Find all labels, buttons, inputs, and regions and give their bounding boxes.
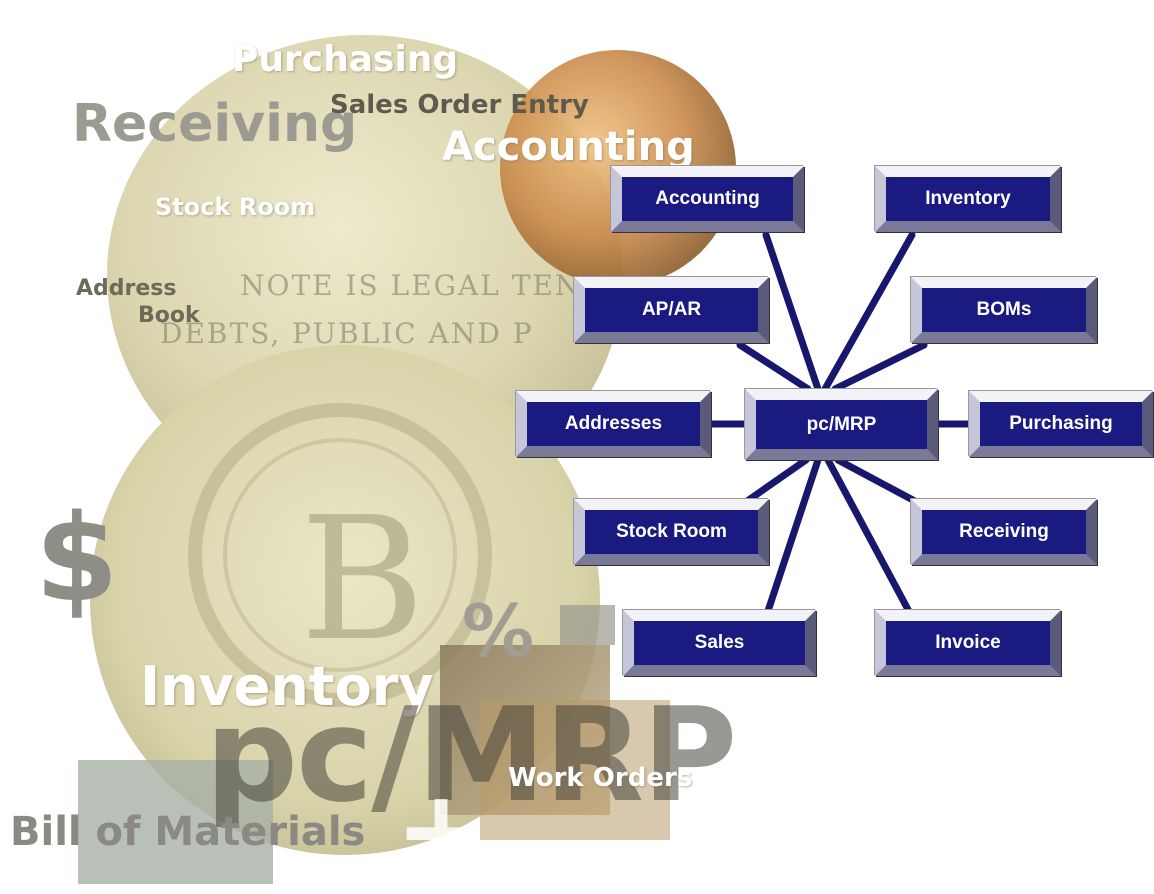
bg-word-sales-order-entry: Sales Order Entry (330, 90, 589, 120)
node-ap-ar[interactable]: AP/AR (574, 277, 769, 343)
connector-boms (831, 341, 928, 393)
node-stock-room-label: Stock Room (616, 521, 727, 542)
node-purchasing[interactable]: Purchasing (969, 391, 1153, 457)
node-sales-label: Sales (694, 632, 745, 653)
bg-word-work-orders: Work Orders (508, 763, 693, 793)
bg-word-bill-of-materials: Bill of Materials (10, 809, 366, 855)
connector-sales (762, 456, 822, 621)
receipt-patch (480, 700, 670, 840)
bg-word-inventory: Inventory (140, 655, 434, 718)
connector-accounting (762, 231, 822, 393)
node-boms[interactable]: BOMs (911, 277, 1097, 343)
node-stock-room[interactable]: Stock Room (574, 499, 769, 565)
node-accounting-label: Accounting (655, 188, 760, 209)
bg-plus-sign: + (395, 766, 488, 894)
node-ap-ar-label: AP/AR (641, 299, 702, 320)
bg-word-receiving: Receiving (72, 94, 358, 154)
node-sales[interactable]: Sales (623, 610, 816, 676)
connector-inventory (821, 231, 916, 393)
grey-block (560, 605, 615, 645)
node-purchasing-label: Purchasing (1009, 413, 1113, 434)
node-receiving-label: Receiving (959, 521, 1049, 542)
connector-receiving (834, 456, 928, 510)
bg-word-address: Address (76, 276, 177, 301)
money-photo-patch (78, 760, 273, 884)
node-pc-mrp-label: pc/MRP (806, 413, 877, 435)
node-inventory-label: Inventory (925, 188, 1011, 209)
connector-invoice (824, 456, 916, 621)
seal-ring (188, 403, 492, 707)
bg-legal-tender-line2: DEBTS, PUBLIC AND P (160, 317, 534, 350)
bg-bank-letter: B (300, 481, 427, 679)
bg-percent-sign: % (462, 589, 535, 673)
connector-ap-ar (736, 341, 812, 393)
seal-inner-ring (223, 438, 457, 672)
node-boms-label: BOMs (976, 299, 1032, 320)
bg-word-book: Book (138, 303, 200, 328)
bg-legal-tender-line1: NOTE IS LEGAL TEND (240, 269, 606, 302)
node-inventory[interactable]: Inventory (875, 166, 1061, 232)
bg-word-accounting: Accounting (442, 124, 695, 170)
node-invoice[interactable]: Invoice (875, 610, 1061, 676)
connector-stock-room (736, 456, 810, 510)
node-accounting[interactable]: Accounting (611, 166, 804, 232)
bg-word-stock-room: Stock Room (155, 193, 316, 221)
node-receiving[interactable]: Receiving (911, 499, 1097, 565)
bg-word-purchasing: Purchasing (232, 39, 459, 80)
node-addresses-label: Addresses (564, 413, 663, 434)
node-invoice-label: Invoice (935, 632, 1001, 653)
node-addresses[interactable]: Addresses (516, 391, 711, 457)
node-pc-mrp-center[interactable]: pc/MRP (745, 389, 938, 460)
bg-dollar-sign: $ (35, 490, 119, 629)
bg-word-pc-mrp: pc/MRP (205, 679, 737, 831)
